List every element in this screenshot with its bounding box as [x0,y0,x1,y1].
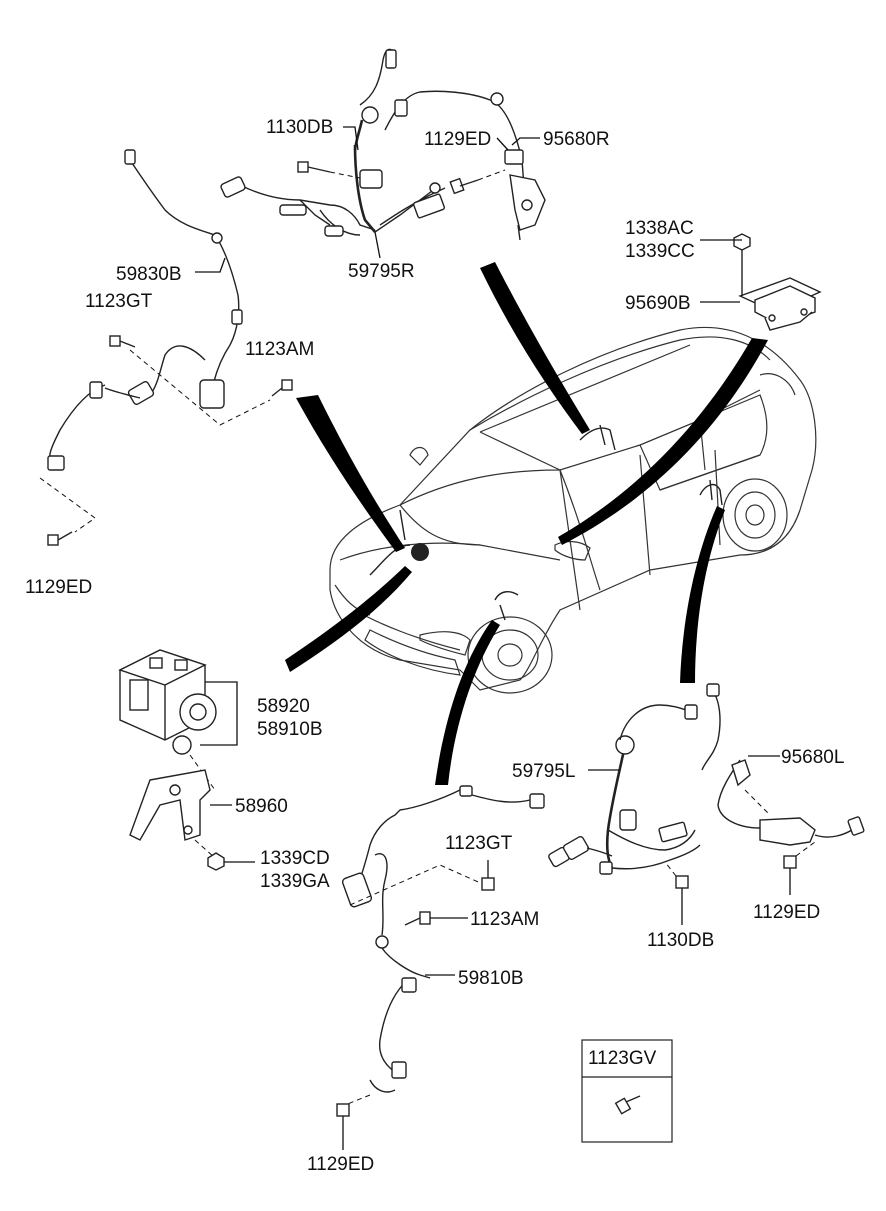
label-1130DB-right: 1130DB [647,930,714,951]
label-59830B: 59830B [116,264,182,285]
label-1123GT-left: 1123GT [85,291,153,312]
label-95680L: 95680L [781,747,844,768]
bolt-icon [336,1103,350,1150]
rear-left-sensor-assembly [336,785,545,1150]
bolt-icon [297,161,361,179]
ribbon-left-sensor [296,395,405,552]
label-1129ED-bottom: 1129ED [307,1154,374,1175]
label-1123GT-mid: 1123GT [445,833,513,854]
ribbon-rear-module [558,338,768,545]
nut-icon [207,852,225,871]
box-title: 1123GV [588,1048,657,1069]
ribbon-rear-wheel [680,506,725,683]
label-1129ED-top: 1129ED [424,129,491,150]
nut-icon [733,233,751,251]
indicator-ribbons [285,262,768,785]
label-95680R: 95680R [543,129,610,150]
part-labels: 1130DB 1129ED 95680R 59795R 1338AC 1339C… [25,117,844,1175]
rear-right-harness-assembly [548,683,865,925]
label-1123AM-left: 1123AM [245,339,314,360]
label-1339CC: 1339CC [625,241,695,262]
bolt-icon [481,860,495,891]
bolt-icon [271,379,293,397]
label-58920: 58920 [257,696,310,717]
label-58960: 58960 [235,796,288,817]
label-1129ED-left: 1129ED [25,577,92,598]
car-illustration [329,326,817,694]
bolt-icon [449,169,506,195]
label-59795R: 59795R [348,261,415,282]
bolt-icon [404,911,468,926]
label-1338AC: 1338AC [625,218,694,239]
label-1129ED-right: 1129ED [753,902,820,923]
ribbon-top-harness [480,262,590,434]
bolt-icon [614,1095,641,1115]
bolt-icon [783,841,816,895]
bolt-icon [664,861,689,925]
label-1339GA: 1339GA [260,871,330,892]
fastener-callout-box: 1123GV [581,1039,673,1143]
label-1339CD: 1339CD [260,848,330,869]
bolt-icon [47,531,73,546]
ribbon-front-wheel [435,620,500,785]
label-95690B: 95690B [625,293,691,314]
label-1123AM-mid: 1123AM [470,909,539,930]
leader-lines [195,126,780,771]
front-left-sensor-assembly [39,149,293,546]
bolt-icon [109,335,136,348]
label-59795L: 59795L [512,761,575,782]
label-58910B: 58910B [257,719,323,740]
yaw-rate-sensor-module [733,233,822,331]
front-right-harness-assembly [220,48,546,241]
ribbon-abs-module [285,566,412,672]
label-59810B: 59810B [458,968,524,989]
abs-hydraulic-unit [118,649,255,871]
label-1130DB-top: 1130DB [266,117,333,138]
